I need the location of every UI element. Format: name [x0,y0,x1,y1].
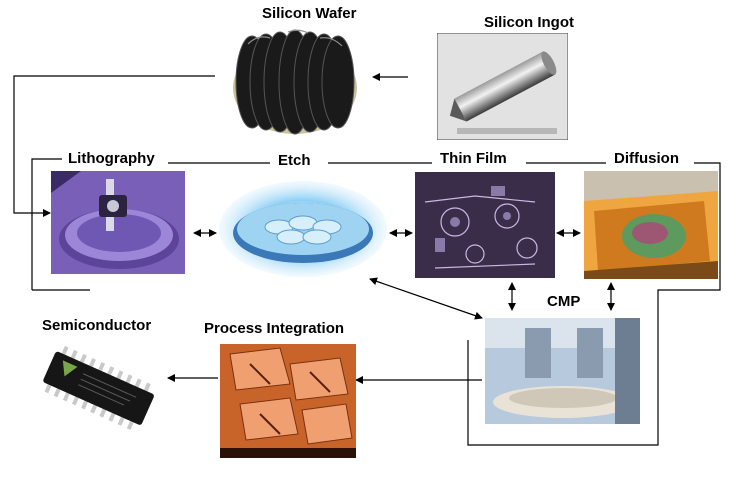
cmp-label: CMP [543,293,585,311]
process-row-right-line [467,162,721,446]
process-row-top-line [31,158,62,163]
thin-film-label: Thin Film [436,150,511,168]
process-integration-label: Process Integration [204,320,345,338]
silicon-wafer-label: Silicon Wafer [262,5,357,23]
lithography-label: Lithography [64,150,159,168]
thin-film-image [415,172,555,278]
diffusion-image [584,171,718,279]
etch-image [219,181,387,277]
lithography-image [51,171,185,274]
silicon-ingot-label: Silicon Ingot [484,14,574,32]
diffusion-label: Diffusion [610,150,683,168]
silicon-ingot-image [437,33,568,140]
etch-cmp-arrow [369,277,483,320]
semiconductor-label: Semiconductor [42,317,152,335]
process-integration-image [220,344,356,458]
cmp-image [485,318,640,424]
silicon-wafer-image [233,29,357,135]
etch-label: Etch [274,152,315,170]
semiconductor-chip-image [43,345,154,430]
